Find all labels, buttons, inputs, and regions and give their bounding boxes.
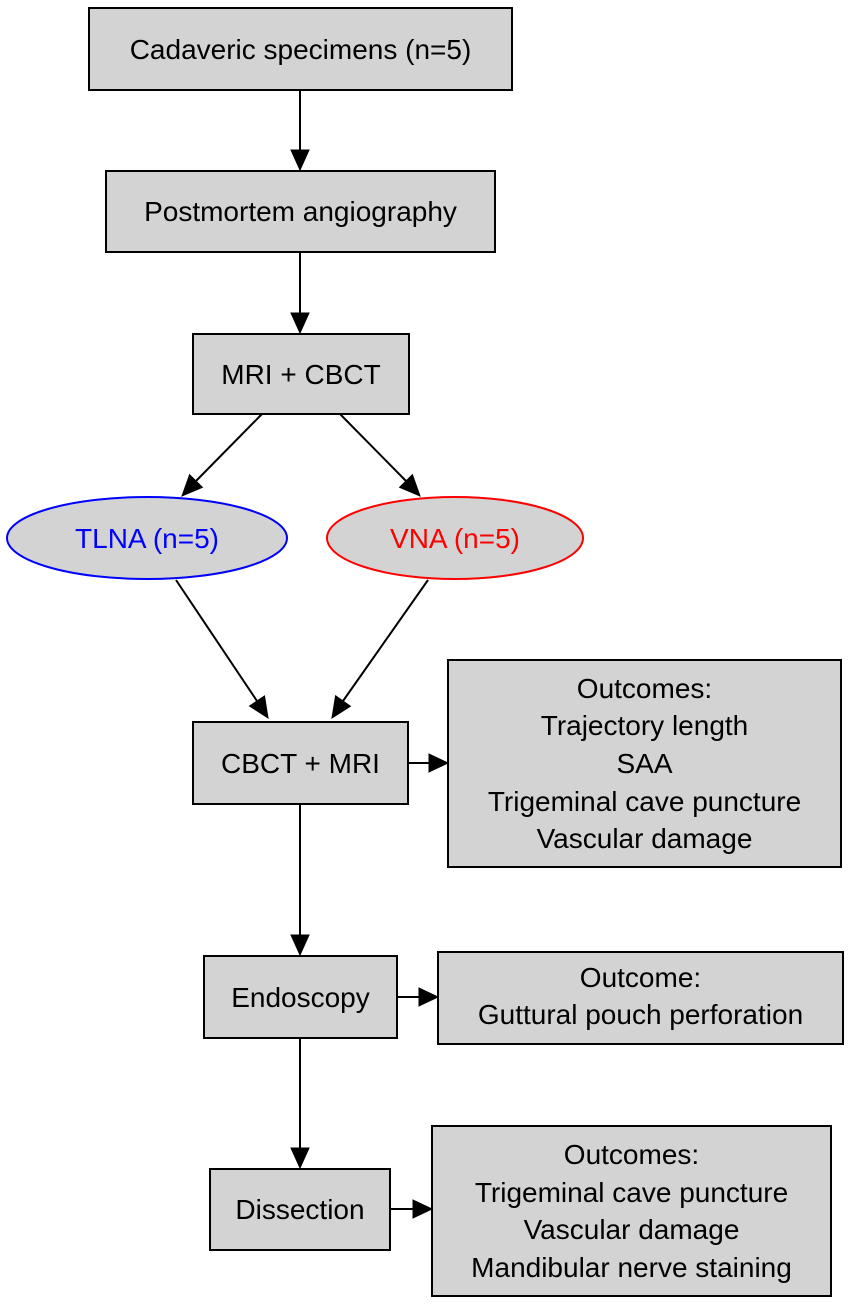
node-cbct-mri-label: CBCT + MRI (221, 748, 380, 779)
arrowhead-cbct-mri-outcomes (428, 753, 450, 773)
edge-mri-cbct-vna (339, 413, 407, 482)
node-mri-cbct-label: MRI + CBCT (221, 359, 380, 390)
node-dissection-box (209, 1168, 391, 1251)
node-vna-ellipse (326, 496, 584, 580)
node-specimens-label: Cadaveric specimens (n=5) (130, 34, 472, 65)
arrowhead-specimens-angiography (290, 149, 310, 172)
endoscopy-outcome-item: Guttural pouch perforation (478, 999, 803, 1030)
node-dissection-outcomes-box (431, 1125, 832, 1297)
arrowhead-mri-cbct-vna (398, 473, 421, 497)
imaging-outcomes-title: Outcomes: (577, 673, 712, 704)
node-dissection: Dissection (209, 1168, 391, 1251)
node-endoscopy-label: Endoscopy (231, 982, 370, 1013)
arrowhead-angiography-mri-cbct (290, 312, 310, 335)
imaging-outcome-item: Trigeminal cave puncture (488, 786, 801, 817)
node-endoscopy-outcome: Outcome: Guttural pouch perforation (437, 951, 844, 1045)
arrowhead-cbct-mri-endoscopy (290, 934, 310, 957)
node-cbct-mri: CBCT + MRI (192, 721, 409, 805)
imaging-outcome-item: Trajectory length (541, 710, 749, 741)
dissection-outcome-item: Vascular damage (524, 1214, 740, 1245)
node-vna: VNA (n=5) (326, 496, 584, 580)
node-tlna: TLNA (n=5) (6, 496, 288, 580)
endoscopy-outcome-title: Outcome: (580, 962, 701, 993)
node-dissection-outcomes: Outcomes: Trigeminal cave puncture Vascu… (431, 1125, 832, 1297)
node-specimens: Cadaveric specimens (n=5) (88, 7, 513, 91)
edge-tlna-cbct-mri (175, 579, 258, 702)
arrowhead-endoscopy-outcome (418, 987, 440, 1007)
arrowhead-tlna-cbct-mri (248, 695, 269, 720)
node-specimens-box (88, 7, 513, 91)
node-dissection-label: Dissection (235, 1194, 364, 1225)
node-imaging-outcomes-box (447, 659, 842, 868)
node-imaging-outcomes: Outcomes: Trajectory length SAA Trigemin… (447, 659, 842, 868)
edge-vna-cbct-mri (342, 579, 429, 702)
imaging-outcome-item: SAA (616, 748, 672, 779)
node-tlna-label: TLNA (n=5) (75, 523, 219, 554)
node-mri-cbct-box (192, 333, 410, 415)
node-cbct-mri-box (192, 721, 409, 805)
dissection-outcome-item: Trigeminal cave puncture (475, 1177, 788, 1208)
arrowhead-dissection-outcomes (412, 1199, 434, 1219)
node-vna-label: VNA (n=5) (390, 523, 520, 554)
arrowhead-mri-cbct-tlna (181, 473, 204, 497)
node-angiography-box (105, 170, 496, 253)
node-mri-cbct: MRI + CBCT (192, 333, 410, 415)
node-endoscopy-box (203, 955, 398, 1039)
imaging-outcome-item: Vascular damage (537, 823, 753, 854)
arrowhead-vna-cbct-mri (331, 694, 352, 720)
node-angiography-label: Postmortem angiography (144, 196, 457, 227)
edges (175, 90, 450, 1219)
node-endoscopy-outcome-box (437, 951, 844, 1045)
arrowhead-endoscopy-dissection (290, 1147, 310, 1170)
node-angiography: Postmortem angiography (105, 170, 496, 253)
node-endoscopy: Endoscopy (203, 955, 398, 1039)
edge-mri-cbct-tlna (195, 413, 263, 482)
dissection-outcomes-title: Outcomes: (564, 1139, 699, 1170)
node-tlna-ellipse (6, 496, 288, 580)
dissection-outcome-item: Mandibular nerve staining (471, 1252, 792, 1283)
